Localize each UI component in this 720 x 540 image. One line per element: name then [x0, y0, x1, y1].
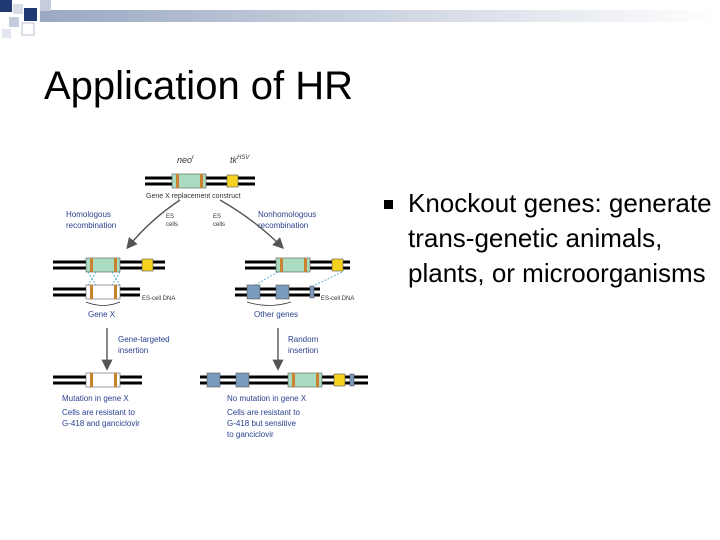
- orange-band: [316, 373, 319, 387]
- other-gene-segment: [349, 373, 355, 387]
- construct-label: Gene X replacement construct: [146, 193, 241, 200]
- nonhomologous-label: Nonhomologous recombination: [258, 210, 319, 230]
- top-gradient-band: [40, 10, 720, 22]
- branch-arrow-left: [126, 199, 181, 250]
- slide-title: Application of HR: [44, 64, 354, 108]
- neo-segment: [275, 257, 311, 273]
- gene-x-segment: [85, 284, 121, 300]
- random-link-lines: [254, 271, 343, 286]
- deco-square: [2, 29, 11, 38]
- mutation-label: Mutation in gene X: [62, 394, 129, 403]
- gene-x-brace: [85, 301, 121, 306]
- orange-band: [90, 285, 93, 299]
- neo-segment: [287, 372, 323, 388]
- other-gene-segment: [309, 285, 315, 299]
- square-bullet-icon: [384, 200, 393, 209]
- deco-square: [0, 0, 12, 12]
- es-cell-dna-label-left: ES-cell DNA: [142, 296, 175, 302]
- other-gene-segment: [246, 284, 261, 300]
- orange-band: [114, 258, 117, 272]
- orange-band: [114, 285, 117, 299]
- random-insertion-label: Random insertion: [288, 335, 320, 355]
- deco-square: [24, 8, 37, 21]
- orange-band: [200, 174, 203, 188]
- other-gene-segment: [235, 372, 250, 388]
- neo-segment: [171, 173, 207, 189]
- es-cell-dna-label-right: ES-cell DNA: [321, 296, 354, 302]
- neo-label: neor: [177, 155, 195, 165]
- tk-segment: [141, 258, 154, 272]
- other-genes-label: Other genes: [254, 310, 298, 319]
- left-result-text: Cells are resistant to G-418 and gancicl…: [62, 408, 140, 428]
- slide-decoration: [0, 0, 720, 38]
- branch-arrow-right: [219, 199, 284, 249]
- gene-targeted-label: Gene-targeted insertion: [118, 335, 172, 355]
- no-mutation-label: No mutation in gene X: [227, 394, 307, 403]
- tk-segment: [333, 373, 346, 387]
- deco-square: [21, 22, 35, 36]
- orange-band: [90, 373, 93, 387]
- other-gene-segment: [275, 284, 290, 300]
- gene-x-label: Gene X: [88, 310, 116, 319]
- bullet-item: Knockout genes: generate trans-genetic a…: [384, 186, 714, 291]
- crossover-lines: [87, 271, 121, 286]
- bullet-list: Knockout genes: generate trans-genetic a…: [384, 186, 714, 291]
- deco-square: [9, 17, 19, 27]
- deco-square: [40, 0, 51, 11]
- gene-knockout-figure: neor tkHSV Gene X replacement construct …: [53, 155, 368, 439]
- orange-band: [90, 258, 93, 272]
- neo-segment: [85, 257, 121, 273]
- homologous-label: Homologous recombination: [66, 210, 116, 230]
- orange-band: [176, 174, 179, 188]
- es-cells-label-left: ES cells: [166, 214, 178, 228]
- tk-segment: [226, 174, 239, 188]
- bullet-text: Knockout genes: generate trans-genetic a…: [408, 188, 712, 288]
- tk-label: tkHSV: [230, 155, 250, 165]
- tk-segment: [331, 258, 344, 272]
- orange-band: [280, 258, 283, 272]
- orange-band: [292, 373, 295, 387]
- orange-band: [304, 258, 307, 272]
- neo-segment: [85, 372, 121, 388]
- right-result-text: Cells are resistant to G-418 but sensiti…: [227, 408, 302, 439]
- deco-square: [13, 4, 23, 14]
- es-cells-label-right: ES cells: [213, 214, 225, 228]
- other-genes-brace: [246, 301, 292, 306]
- orange-band: [114, 373, 117, 387]
- other-gene-segment: [206, 372, 221, 388]
